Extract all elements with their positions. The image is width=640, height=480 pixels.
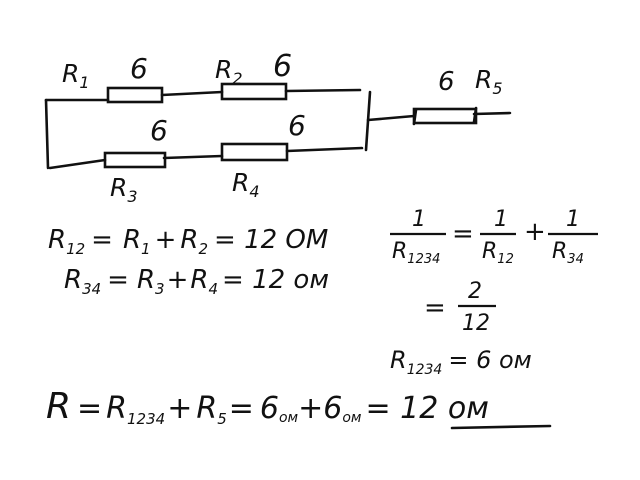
r3-value: 6	[150, 114, 168, 147]
equation-r34: R34=R3+R4= 12 ом	[64, 265, 329, 298]
r34-numerator: 1	[566, 207, 580, 232]
equation-total: R=R1234+R5=6ом+6ом= 12 ом	[46, 386, 489, 428]
r12-denominator: R12	[482, 239, 514, 267]
equation-r1234: R1234= 6 ом	[390, 346, 532, 378]
equation-parallel: 1 R1234 = 1 R12 + 1 R34 = 2 12	[390, 207, 598, 336]
r12-numerator: 1	[494, 207, 508, 232]
lhs-denominator: R1234	[392, 239, 440, 267]
r5-value: 6	[438, 67, 455, 97]
wire-top-mid	[160, 90, 224, 97]
wire-after-r5	[472, 111, 512, 116]
resistor-r3	[103, 151, 167, 169]
r34-denominator: R34	[552, 239, 584, 267]
r2-value: 6	[273, 49, 292, 84]
fraction-bars	[390, 232, 598, 308]
r2-label: R2	[215, 55, 243, 88]
wire-top-right	[284, 88, 362, 93]
wire-bottom-mid	[162, 154, 224, 160]
parallel-equals: =	[452, 219, 474, 249]
result-numerator: 2	[468, 279, 482, 304]
circuit	[44, 82, 512, 170]
equation-r12: R12=R1+R2= 12 ОМ	[48, 225, 328, 258]
r1-value: 6	[130, 52, 148, 85]
parallel-plus: +	[524, 217, 546, 247]
lhs-numerator: 1	[412, 207, 426, 232]
resistor-r4	[220, 142, 289, 162]
result-denominator: 12	[462, 311, 490, 336]
r4-label: R4	[232, 168, 260, 201]
r4-value: 6	[288, 109, 306, 142]
resistor-r2	[220, 82, 288, 101]
total-line: R=R1234+R5=6ом+6ом= 12 ом	[46, 386, 489, 428]
r12-line: R12=R1+R2= 12 ОМ	[48, 225, 328, 258]
r1-label: R1	[62, 59, 90, 92]
r1234-line: R1234= 6 ом	[390, 346, 532, 378]
wire-bottom-right	[285, 146, 364, 153]
wire-to-r5	[366, 114, 416, 122]
wire-bottom-left	[48, 158, 107, 170]
resistor-r5	[412, 107, 478, 125]
result-equals: =	[424, 293, 446, 323]
r3-label: R3	[110, 173, 138, 206]
r34-line: R34=R3+R4= 12 ом	[64, 265, 329, 298]
r5-label: R5	[475, 65, 503, 98]
circuit-labels: R1 6 R2 6 6 R3 6 R4 6 R5	[62, 49, 503, 206]
result-underline	[450, 424, 552, 430]
resistor-r1	[106, 86, 164, 104]
wire-left-node	[44, 98, 50, 170]
